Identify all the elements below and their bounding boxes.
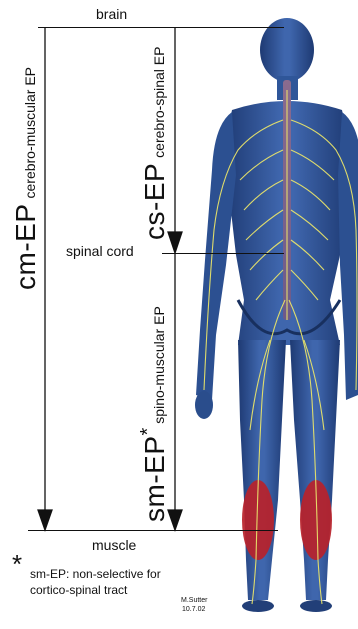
cm-ep-main: cm-EP [10,204,41,291]
cs-ep-main: cs-EP [139,163,170,240]
cm-ep-subtitle: cerebro-muscular EP [22,67,38,199]
footnote-star: * [12,549,22,580]
brain-label: brain [96,6,127,22]
sm-ep-main: sm-EP [139,436,170,523]
cm-ep-label: cm-EP cerebro-muscular EP [10,67,42,290]
footnote-line-2: cortico-spinal tract [30,583,127,597]
spinal-cord-label: spinal cord [66,243,134,259]
cs-ep-subtitle: cerebro-spinal EP [151,47,167,158]
sm-ep-subtitle: spino-muscular EP [151,306,167,424]
muscle-label: muscle [92,537,136,553]
cs-ep-label: cs-EP cerebro-spinal EP [139,47,171,240]
footnote-line-1: sm-EP: non-selective for [30,567,161,581]
author-signature: M.Sutter [181,597,207,604]
signature-date: 10.7.02 [182,606,205,613]
sm-ep-star: * [137,428,159,436]
sm-ep-label: sm-EP* spino-muscular EP [139,306,171,522]
